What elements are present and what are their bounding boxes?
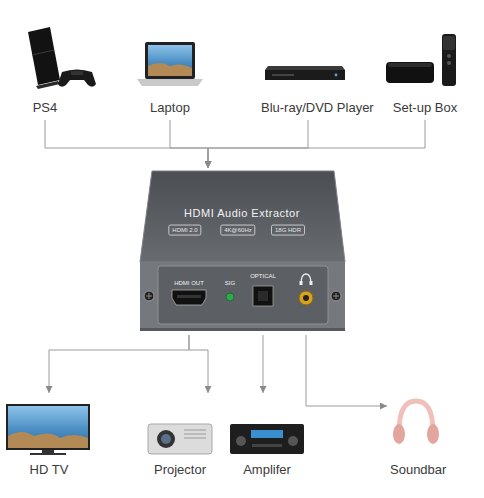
port-label: HDMI OUT bbox=[174, 280, 204, 287]
output-device: Projector bbox=[141, 396, 219, 478]
output-device: Amplifer bbox=[224, 396, 310, 478]
bluray-player-icon bbox=[265, 66, 345, 80]
laptop-icon bbox=[137, 42, 203, 86]
device-label: Soundbar bbox=[390, 463, 442, 478]
port-label: OPTICAL bbox=[250, 273, 276, 280]
signal-connector bbox=[45, 120, 208, 168]
device-label: Projector bbox=[141, 463, 219, 478]
extractor-housing bbox=[140, 171, 345, 331]
port-label: SIG bbox=[225, 280, 235, 287]
signal-connector bbox=[306, 335, 387, 406]
tv-icon bbox=[6, 404, 90, 455]
product-title: HDMI Audio Extractor bbox=[184, 207, 300, 220]
signal-connector bbox=[189, 335, 208, 393]
device-label: Blu-ray/DVD Player bbox=[261, 101, 355, 116]
signal-connector bbox=[170, 120, 208, 168]
device-label: Set-up Box bbox=[383, 101, 467, 116]
output-device: HD TV bbox=[2, 396, 96, 478]
output-device: Soundbar bbox=[390, 396, 442, 478]
device-label: HD TV bbox=[2, 463, 96, 478]
amplifier-icon bbox=[230, 424, 304, 454]
device-label: Amplifer bbox=[224, 463, 310, 478]
source-device: Laptop bbox=[131, 22, 209, 116]
device-label: PS4 bbox=[6, 101, 84, 116]
source-device: Set-up Box bbox=[383, 22, 467, 116]
headphones-icon bbox=[393, 401, 439, 444]
ps4-icon bbox=[28, 27, 96, 89]
signal-connector bbox=[263, 335, 264, 393]
spec-badge: HDMI 2.0 bbox=[168, 225, 201, 236]
signal-connector bbox=[49, 335, 189, 393]
set-top-box-icon bbox=[386, 34, 456, 86]
spec-badge: 18G HDR bbox=[271, 225, 305, 236]
extractor-box: HDMI Audio ExtractorHDMI 2.0 4K@60Hz 18G H… bbox=[140, 170, 345, 332]
device-label: Laptop bbox=[131, 101, 209, 116]
signal-connector bbox=[208, 120, 425, 168]
source-device: PS4 bbox=[6, 22, 84, 116]
projector-icon bbox=[148, 424, 212, 454]
signal-connector bbox=[208, 120, 308, 168]
source-device: Blu-ray/DVD Player bbox=[261, 22, 355, 116]
spec-badge: 4K@60Hz bbox=[220, 225, 255, 236]
